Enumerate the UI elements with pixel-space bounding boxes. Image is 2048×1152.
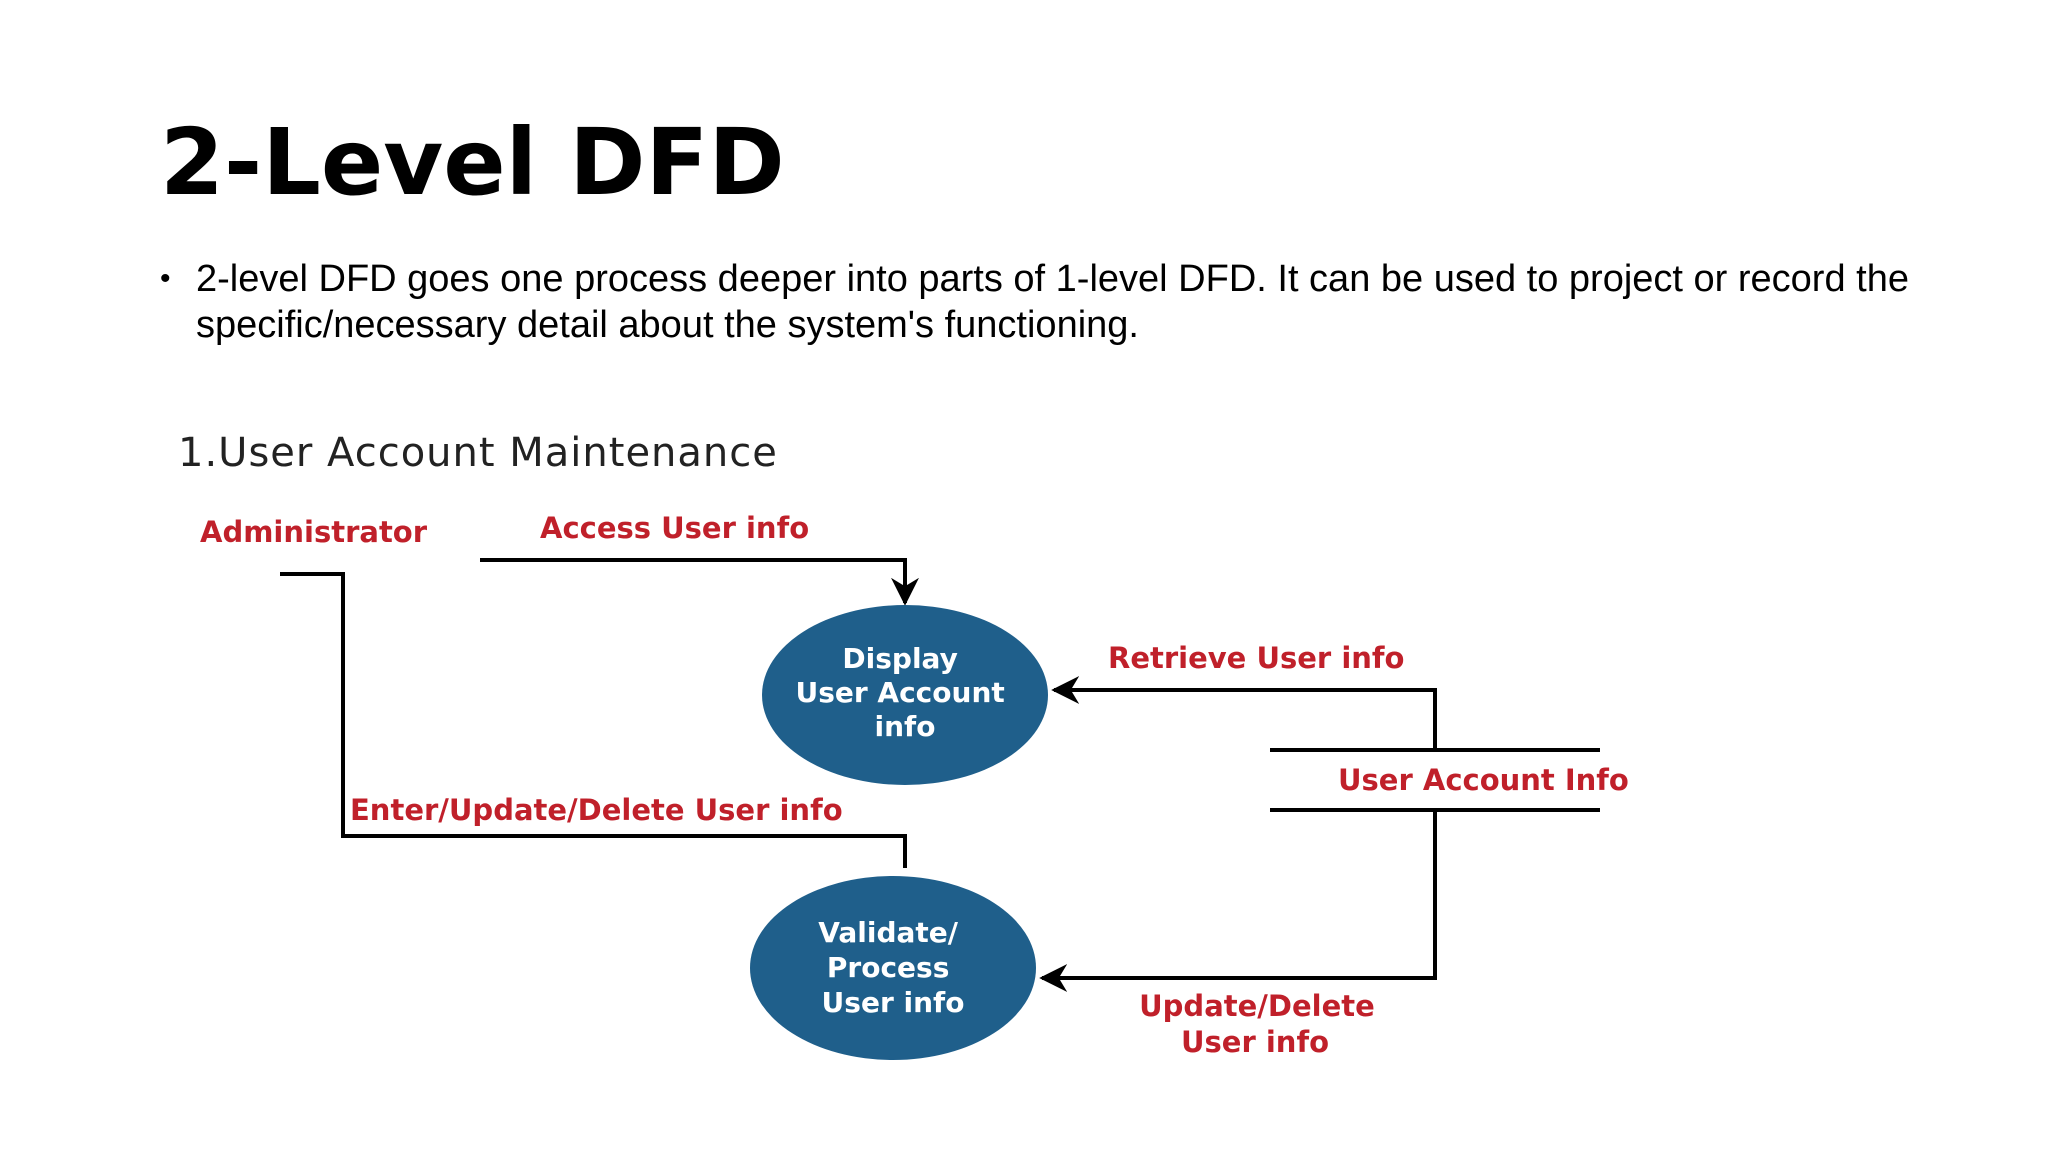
flow-update-delete-line xyxy=(1039,810,1437,992)
diagram-heading: 1.User Account Maintenance xyxy=(178,430,778,476)
bullet-icon: • xyxy=(160,262,171,295)
flow-retrieve-line xyxy=(1051,676,1437,750)
dfd-canvas: 1.User Account Maintenance Administrator… xyxy=(178,430,1629,1060)
flow-access-label: Access User info xyxy=(540,511,809,545)
data-store-label: User Account Info xyxy=(1338,763,1629,797)
flow-enter-update-delete-line xyxy=(280,572,907,868)
bullet-item: • 2-level DFD goes one process deeper in… xyxy=(160,256,1920,348)
bullet-list: • 2-level DFD goes one process deeper in… xyxy=(160,256,1920,348)
process-display xyxy=(762,605,1048,785)
flow-update-delete-label: Update/Delete User info xyxy=(1139,989,1385,1059)
bullet-text: 2-level DFD goes one process deeper into… xyxy=(196,258,1909,346)
slide-title: 2-Level DFD xyxy=(160,109,785,216)
flow-enter-update-delete-label: Enter/Update/Delete User info xyxy=(350,793,843,827)
dfd-diagram: 1.User Account Maintenance Administrator… xyxy=(160,420,1720,1105)
flow-access-line xyxy=(480,558,919,606)
process-validate xyxy=(750,876,1036,1060)
process-display-label: Display User Account info xyxy=(795,642,1014,743)
process-validate-label: Validate/ Process User info xyxy=(818,916,968,1019)
entity-administrator: Administrator xyxy=(200,515,428,549)
flow-retrieve-label: Retrieve User info xyxy=(1108,641,1404,675)
